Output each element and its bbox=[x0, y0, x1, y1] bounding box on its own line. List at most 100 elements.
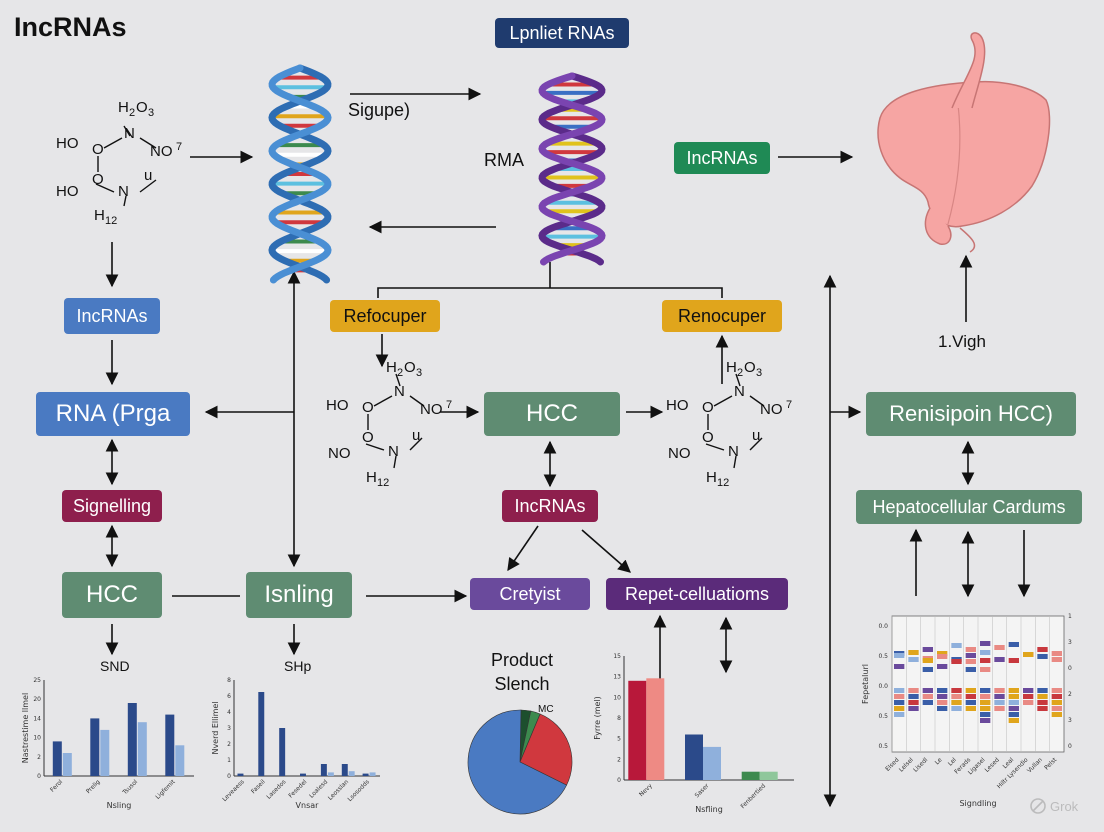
pie-slice bbox=[519, 713, 573, 786]
svg-text:NO: NO bbox=[420, 401, 443, 418]
bar bbox=[137, 722, 147, 776]
heat-cell bbox=[1051, 657, 1062, 662]
heat-cell bbox=[922, 694, 933, 699]
node-refocuper[interactable]: Refocuper bbox=[330, 300, 440, 332]
x-axis-label: Nsling bbox=[107, 801, 132, 810]
svg-text:O: O bbox=[136, 99, 148, 116]
mol-top-h: H bbox=[118, 99, 129, 116]
heat-cell bbox=[965, 653, 976, 658]
node-repet-celluatioms[interactable]: Repet-celluatioms bbox=[606, 578, 788, 610]
y-tick-label-left: 0.0 bbox=[878, 683, 888, 690]
node-signalling[interactable]: Signelling bbox=[62, 490, 162, 522]
y-tick-label: 13 bbox=[613, 674, 621, 681]
svg-text:Grok: Grok bbox=[1050, 799, 1079, 814]
x-axis-label: Vnsar bbox=[296, 801, 320, 810]
heat-cell bbox=[1008, 658, 1019, 663]
y-tick-label-right: 3 bbox=[1068, 639, 1072, 646]
x-tick-label: Tsusol bbox=[121, 778, 140, 797]
svg-text:O: O bbox=[702, 429, 714, 446]
svg-text:O: O bbox=[92, 141, 104, 158]
heat-cell bbox=[922, 700, 933, 705]
heat-cell bbox=[1023, 694, 1034, 699]
y-tick-label-left: 0.5 bbox=[878, 713, 888, 720]
svg-text:7: 7 bbox=[786, 399, 792, 411]
node-isnling[interactable]: Isnling bbox=[246, 572, 352, 618]
svg-text:u: u bbox=[752, 427, 760, 444]
x-tick-label: Le bbox=[934, 756, 944, 766]
heat-cell bbox=[965, 659, 976, 664]
svg-text:H: H bbox=[726, 359, 737, 376]
y-tick-label: 14 bbox=[33, 715, 41, 722]
node-hcc-center[interactable]: HCC bbox=[484, 392, 620, 436]
bar bbox=[685, 734, 703, 780]
svg-text:2: 2 bbox=[129, 107, 135, 119]
x-tick-label: Lesed bbox=[984, 756, 1001, 773]
heat-cell bbox=[922, 658, 933, 663]
x-axis-label: Nsfling bbox=[695, 805, 723, 814]
bar bbox=[327, 772, 334, 776]
pie-title-line: Product bbox=[491, 650, 553, 670]
svg-text:HO: HO bbox=[326, 397, 349, 414]
y-tick-label-right: 1 bbox=[1068, 613, 1072, 620]
heat-cell bbox=[908, 694, 919, 699]
y-tick-label: 2 bbox=[227, 741, 231, 748]
heat-cell bbox=[951, 694, 962, 699]
y-tick-label-right: 0 bbox=[1068, 665, 1072, 672]
liver-icon bbox=[877, 32, 1051, 253]
heat-cell bbox=[951, 659, 962, 664]
node-renocuper[interactable]: Renocuper bbox=[662, 300, 782, 332]
x-tick-label: Faseil bbox=[250, 778, 267, 795]
y-tick-label: 20 bbox=[33, 696, 41, 703]
y-tick-label: 10 bbox=[33, 735, 41, 742]
heat-cell bbox=[908, 650, 919, 655]
x-tick-label: Saser bbox=[694, 782, 711, 799]
bar bbox=[90, 718, 100, 776]
node-rna-prga[interactable]: RNA (Prga bbox=[36, 392, 190, 436]
node-hepatocellular-cardums[interactable]: Hepatocellular Cardums bbox=[856, 490, 1082, 524]
x-tick-label: Ferol bbox=[49, 778, 64, 793]
bar bbox=[320, 764, 327, 776]
grok-logo-icon: Grok bbox=[1030, 798, 1079, 814]
y-axis-label: Fyrre (mel) bbox=[593, 696, 602, 740]
x-tick-label: Lisedl bbox=[912, 756, 929, 773]
y-tick-label-left: 0.5 bbox=[878, 743, 888, 750]
heat-cell bbox=[980, 694, 991, 699]
svg-text:3: 3 bbox=[148, 107, 154, 119]
heat-cell bbox=[965, 706, 976, 711]
node-incrnas-left[interactable]: IncRNAs bbox=[64, 298, 160, 334]
pie-slice bbox=[467, 709, 568, 815]
x-tick-label: Vullan bbox=[1026, 756, 1044, 774]
heat-cell bbox=[1037, 706, 1048, 711]
bar bbox=[369, 772, 376, 776]
heat-cell bbox=[951, 643, 962, 648]
y-tick-label: 6 bbox=[227, 693, 231, 700]
node-renisipoin-hcc[interactable]: Renisipoin HCC) bbox=[866, 392, 1076, 436]
svg-text:N: N bbox=[394, 383, 405, 400]
heat-cell bbox=[980, 650, 991, 655]
node-lpnliet-rnas[interactable]: Lpnliet RNAs bbox=[495, 18, 629, 48]
bar bbox=[100, 729, 110, 776]
heat-cell bbox=[1037, 694, 1048, 699]
heat-cell bbox=[994, 700, 1005, 705]
svg-text:u: u bbox=[412, 427, 420, 444]
heat-cell bbox=[1008, 642, 1019, 647]
node-incrnas-center[interactable]: IncRNAs bbox=[502, 490, 598, 522]
node-cretyist[interactable]: Cretyist bbox=[470, 578, 590, 610]
label-snd: SND bbox=[100, 658, 130, 674]
bar bbox=[741, 771, 760, 780]
heat-cell bbox=[994, 688, 1005, 693]
heat-cell bbox=[994, 645, 1005, 650]
svg-text:3: 3 bbox=[416, 367, 422, 379]
svg-text:2: 2 bbox=[397, 367, 403, 379]
node-incrnas-green[interactable]: IncRNAs bbox=[674, 142, 770, 174]
node-hcc-left[interactable]: HCC bbox=[62, 572, 162, 618]
heat-cell bbox=[894, 688, 905, 693]
heat-cell bbox=[937, 688, 948, 693]
bar bbox=[362, 773, 369, 776]
heat-cell bbox=[1051, 712, 1062, 717]
svg-text:12: 12 bbox=[377, 477, 389, 489]
